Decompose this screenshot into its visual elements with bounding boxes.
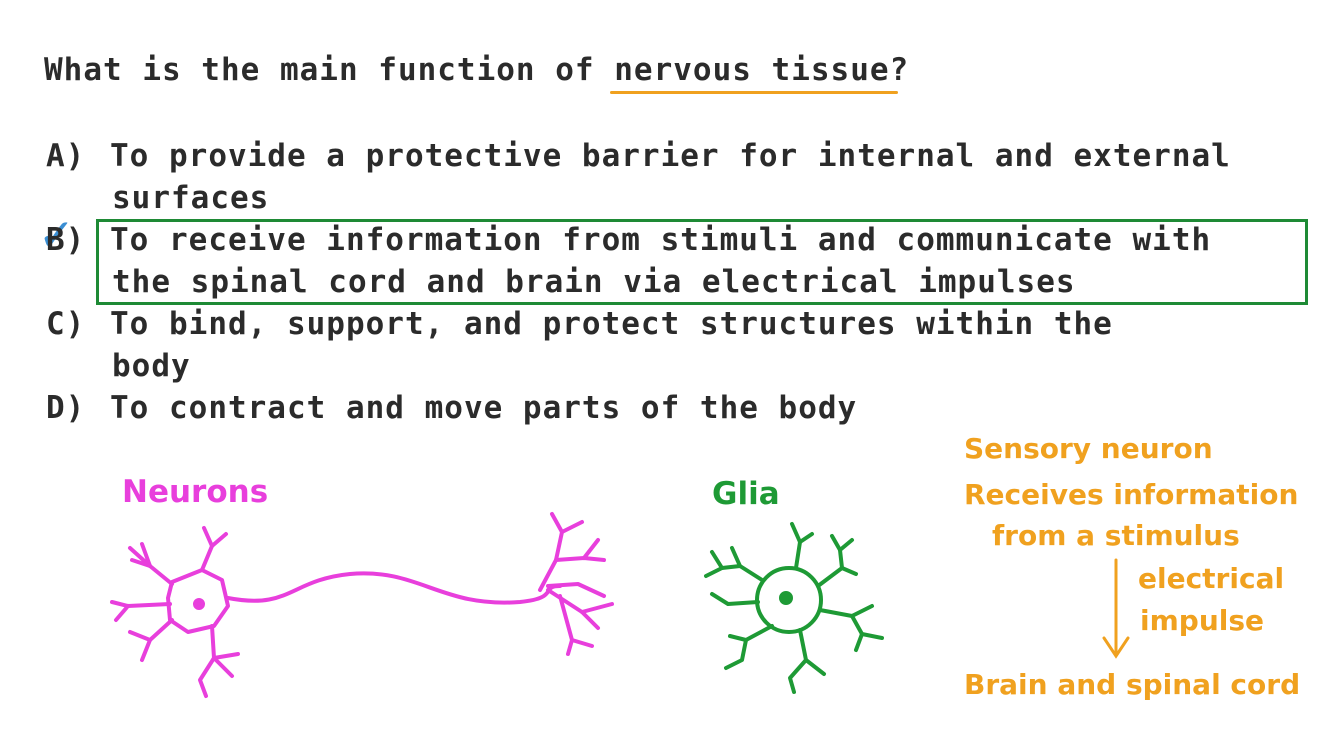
answer-highlight-box	[96, 219, 1308, 305]
option-a[interactable]: A) To provide a protective barrier for in…	[46, 138, 1231, 174]
option-c-line1: To bind, support, and protect structures…	[110, 306, 1113, 342]
question-text: What is the main function of nervous tis…	[44, 52, 910, 94]
glia-illustration	[704, 522, 884, 694]
question-suffix: ?	[889, 52, 910, 88]
glia-label: Glia	[712, 476, 780, 512]
option-d-line1: To contract and move parts of the body	[110, 390, 858, 426]
question-prefix: What is the main function of	[44, 52, 615, 88]
option-a-letter: A)	[46, 138, 86, 174]
option-b-line2: the spinal cord and brain via electrical…	[112, 264, 1076, 300]
option-c-letter: C)	[46, 306, 86, 342]
option-d[interactable]: D) To contract and move parts of the body	[46, 390, 857, 426]
destination-label: Brain and spinal cord	[964, 668, 1301, 701]
question-highlight: nervous tissue	[610, 52, 898, 94]
option-b-letter: B)	[46, 222, 86, 258]
option-d-letter: D)	[46, 390, 86, 426]
option-a-line2: surfaces	[112, 180, 270, 216]
checkmark-icon: ✓	[38, 210, 75, 261]
arrow-label-1: electrical	[1138, 562, 1285, 595]
neurons-label: Neurons	[122, 474, 269, 510]
sensory-neuron-title: Sensory neuron	[964, 432, 1213, 465]
arrow-label-2: impulse	[1140, 604, 1265, 637]
neuron-illustration	[110, 512, 614, 698]
option-b-line1: To receive information from stimuli and …	[110, 222, 1212, 258]
sensory-line-2: from a stimulus	[992, 519, 1240, 552]
option-a-line1: To provide a protective barrier for inte…	[110, 138, 1231, 174]
sensory-line-1: Receives information	[964, 478, 1299, 511]
down-arrow-icon	[1102, 558, 1130, 659]
option-b[interactable]: B) To receive information from stimuli an…	[46, 222, 1211, 258]
option-c-line2: body	[112, 348, 191, 384]
option-c[interactable]: C) To bind, support, and protect structur…	[46, 306, 1113, 342]
